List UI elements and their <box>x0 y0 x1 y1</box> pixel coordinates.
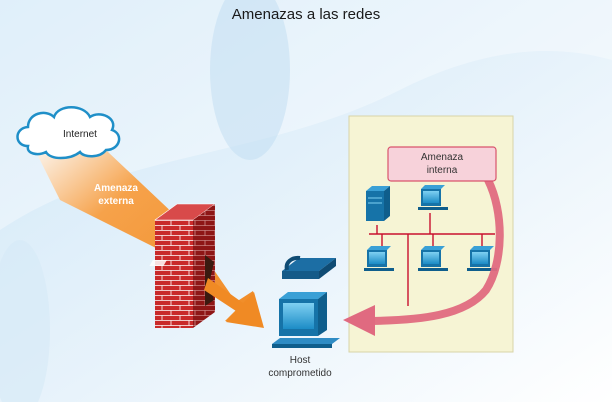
pc-icon <box>418 185 448 210</box>
network-links <box>369 213 495 306</box>
internal-threat-arrowhead <box>343 305 375 336</box>
pc-icon <box>467 246 497 271</box>
compromised-host-label: Host comprometido <box>246 354 354 380</box>
background-blob <box>210 0 290 160</box>
internal-threat-label-line2: interna <box>426 165 458 176</box>
internet-label: Internet <box>63 129 97 140</box>
internal-threat-box <box>387 146 497 182</box>
external-threat-label-line2: externa <box>98 196 134 207</box>
ip-phone-icon <box>149 255 336 279</box>
server-icon <box>366 186 390 221</box>
compromised-host-label-line1: Host <box>289 355 311 366</box>
external-threat-label-line1: Amenaza <box>94 183 138 194</box>
page-title: Amenazas a las redes <box>231 6 381 23</box>
internal-threat-label: Amenaza interna <box>388 151 496 177</box>
firewall-icon <box>154 203 216 328</box>
pc-icon <box>364 246 394 271</box>
internal-threat-arrow <box>368 176 504 325</box>
external-threat-arrowhead <box>204 278 264 328</box>
pc-icon <box>272 292 340 348</box>
compromised-host-label-line2: comprometido <box>268 368 332 379</box>
background-swirl <box>0 0 612 230</box>
external-threat-label: Amenaza externa <box>80 182 152 208</box>
pc-icon <box>418 246 448 271</box>
cloud-icon <box>16 106 121 160</box>
internal-threat-label-line1: Amenaza <box>420 152 464 163</box>
background-blob <box>0 240 50 402</box>
